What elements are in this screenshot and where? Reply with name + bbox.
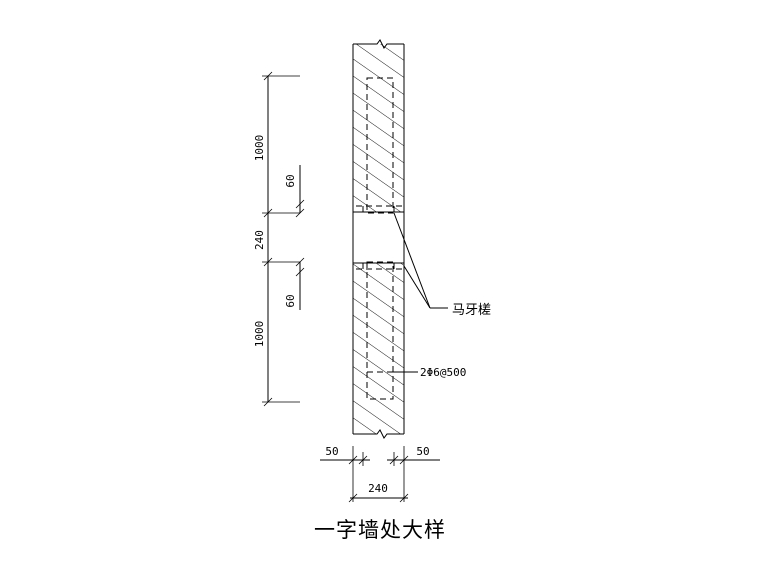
dim-240-horizontal: 240: [368, 482, 388, 495]
drawing-title: 一字墙处大样: [314, 518, 446, 542]
wall-hatch-upper: [353, 44, 404, 212]
dim-50-right: 50: [416, 445, 429, 458]
vertical-dimensions: 1000 60 240 60 1000: [253, 71, 305, 407]
top-break-line: [353, 39, 404, 49]
toothed-joint-label: 马牙槎: [452, 303, 491, 318]
column-boundary: [353, 206, 404, 269]
toothed-joint-callout: 马牙槎: [393, 212, 491, 318]
bottom-break-line: [353, 429, 404, 439]
dim-60-upper: 60: [284, 174, 297, 187]
rebar-label: 2Φ6@500: [420, 366, 466, 379]
wall-body: [352, 39, 405, 439]
dim-50-left: 50: [325, 445, 338, 458]
dim-240-vertical: 240: [253, 230, 266, 250]
rebar-callout: 2Φ6@500: [392, 366, 466, 379]
wall-hatch-lower: [353, 263, 404, 434]
dim-1000-upper: 1000: [253, 135, 266, 162]
rebar-outlines: [356, 77, 402, 400]
dim-60-lower: 60: [284, 294, 297, 307]
dim-1000-lower: 1000: [253, 321, 266, 348]
horizontal-dimensions: 50 50 240: [320, 445, 440, 503]
